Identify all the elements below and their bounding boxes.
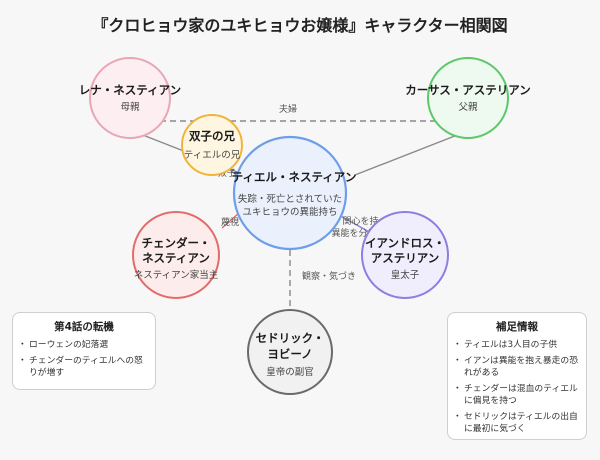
list-item: イアンは異能を抱え暴走の恐れがある xyxy=(453,355,578,379)
node-chender-name-1: チェンダー・ xyxy=(142,236,211,250)
node-cedric: セドリック・ ヨビーノ 皇帝の副官 xyxy=(247,309,333,395)
node-twin-name: 双子の兄 xyxy=(188,129,235,143)
node-chender: チェンダー・ ネスティアン ネスティアン家当主 xyxy=(132,211,220,299)
node-cedric-role: 皇帝の副官 xyxy=(266,366,314,378)
node-rena: レナ・ネスティアン 母親 xyxy=(79,57,181,139)
node-carsus-role: 父親 xyxy=(458,101,478,113)
node-tiel-name: ティエル・ネスティアン xyxy=(232,170,357,184)
node-twin-role: ティエルの兄 xyxy=(184,150,241,161)
node-tiel-role-1: 失踪・死亡とされていた xyxy=(238,193,342,205)
node-carsus-name: カーサス・アステリアン xyxy=(405,83,531,97)
node-rena-role: 母親 xyxy=(120,101,140,113)
node-cedric-name-2: ヨビーノ xyxy=(267,347,312,361)
page-title: 『クロヒョウ家のユキヒョウお嬢様』キャラクター相関図 xyxy=(92,16,508,35)
turning-point-box: 第4話の転機 ローウェンの妃落選 チェンダーのティエルへの怒りが増す xyxy=(12,312,156,390)
supplement-box: 補足情報 ティエルは3人目の子供 イアンは異能を抱え暴走の恐れがある チェンダー… xyxy=(447,312,587,440)
node-tiel: ティエル・ネスティアン 失踪・死亡とされていた ユキヒョウの異能持ち xyxy=(232,135,357,251)
node-iandros: イアンドロス・ アステリアン 皇太子 xyxy=(361,211,449,299)
node-cedric-name-1: セドリック・ xyxy=(256,331,325,345)
node-iandros-name-1: イアンドロス・ xyxy=(365,236,445,250)
edge-label-contempt: 蔑視 xyxy=(221,216,239,228)
edge-label-twins: 双子 xyxy=(218,168,236,179)
edge-carsus-tiel xyxy=(354,129,471,176)
node-iandros-name-2: アステリアン xyxy=(371,251,440,265)
supplement-list: ティエルは3人目の子供 イアンは異能を抱え暴走の恐れがある チェンダーは混血のテ… xyxy=(453,339,578,435)
node-rena-name: レナ・ネスティアン xyxy=(79,83,181,97)
turning-point-list: ローウェンの妃落選 チェンダーのティエルへの怒りが増す xyxy=(18,339,147,379)
turning-point-title: 第4話の転機 xyxy=(54,321,114,333)
node-iandros-role: 皇太子 xyxy=(391,269,420,281)
edge-label-observe: 観察・気づき xyxy=(302,270,356,282)
list-item: チェンダーは混血のティエルに偏見を持つ xyxy=(453,383,578,407)
node-carsus: カーサス・アステリアン 父親 xyxy=(405,57,531,139)
list-item: チェンダーのティエルへの怒りが増す xyxy=(18,355,147,379)
node-tiel-role-2: ユキヒョウの異能持ち xyxy=(242,206,337,218)
list-item: セドリックはティエルの出自に最初に気づく xyxy=(453,411,578,435)
edge-label-couple: 夫婦 xyxy=(279,103,297,115)
list-item: ローウェンの妃落選 xyxy=(18,339,147,351)
node-chender-name-2: ネスティアン xyxy=(142,251,210,265)
supplement-title: 補足情報 xyxy=(496,321,538,333)
node-twin: 双子の兄 ティエルの兄 xyxy=(181,114,243,176)
node-chender-role: ネスティアン家当主 xyxy=(134,269,219,281)
list-item: ティエルは3人目の子供 xyxy=(453,339,578,351)
